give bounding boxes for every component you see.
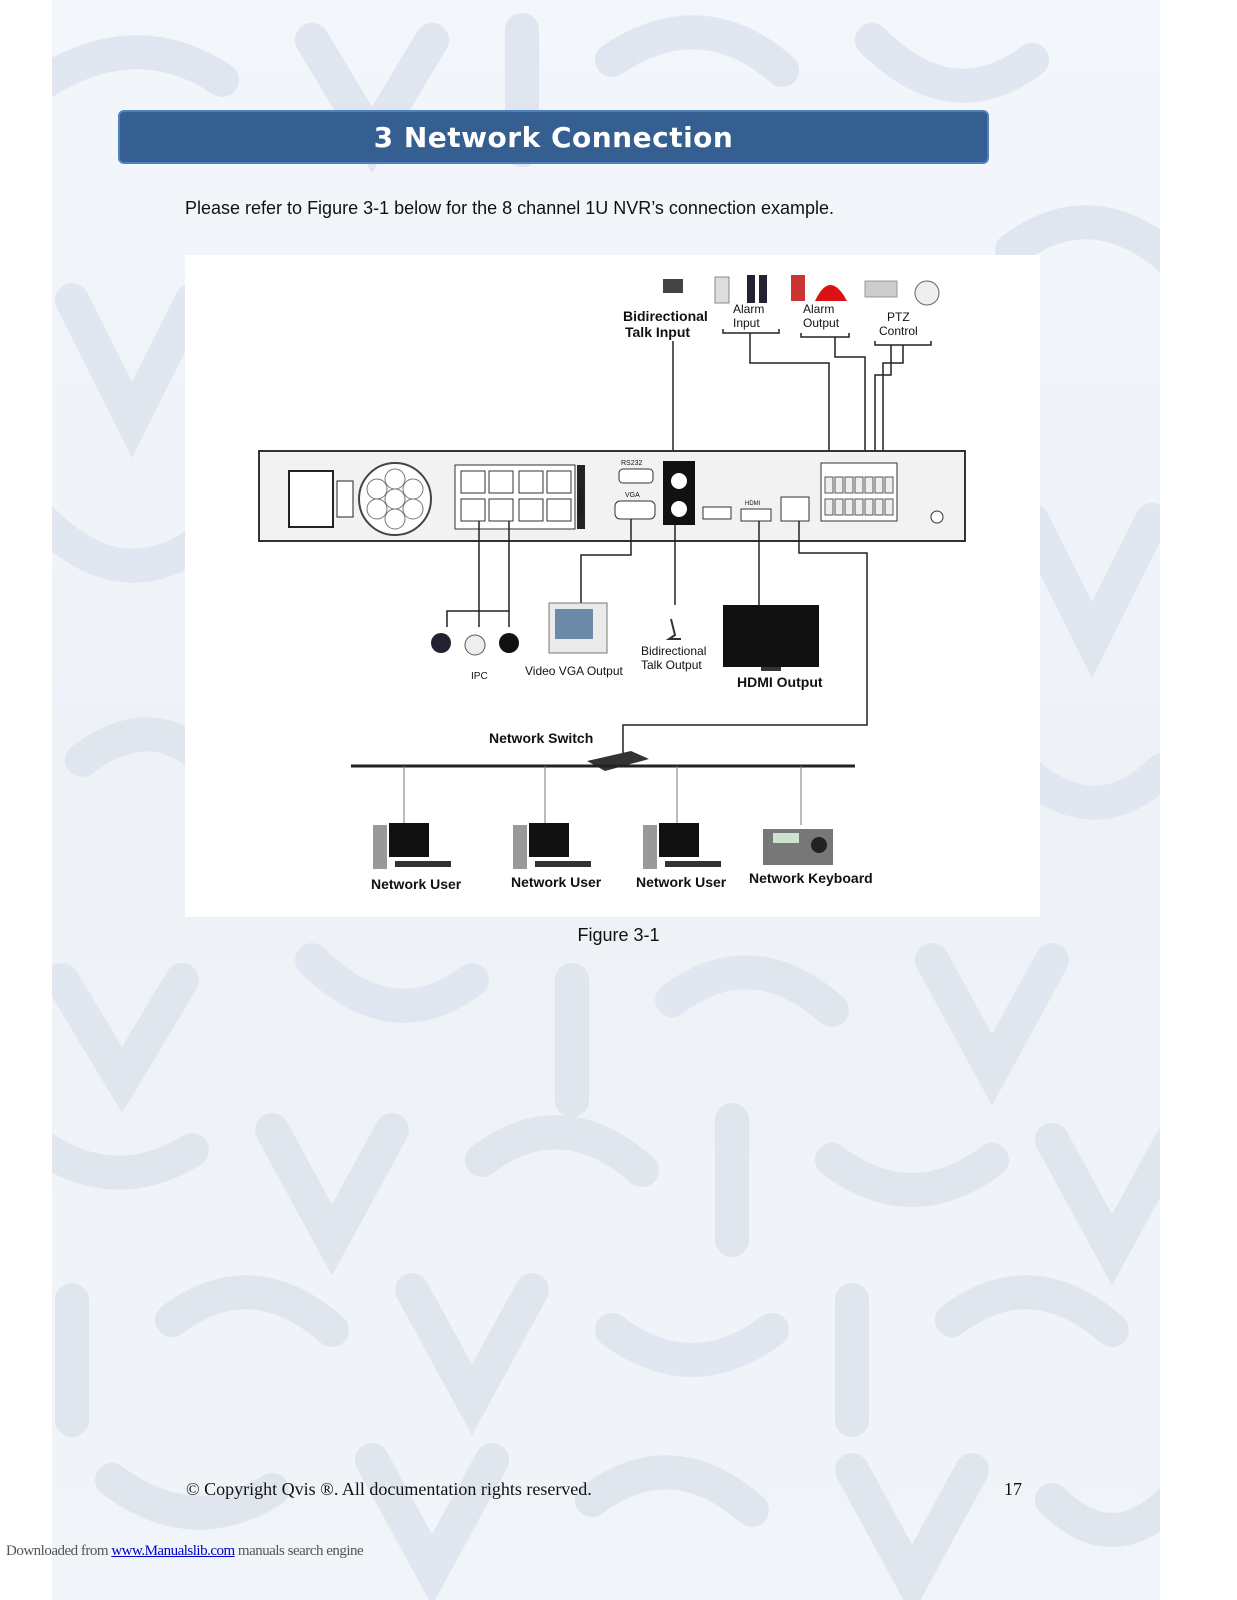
network-user-computer-icon [373,823,451,869]
label-network-keyboard: Network Keyboard [749,870,873,886]
label-alarm-output: Output [803,316,840,330]
audio-out-jack [671,501,687,517]
hdmi-tv-icon [723,605,819,667]
hdmi-port [740,508,772,522]
alarm-sensor-icon [759,275,767,303]
label-network-switch: Network Switch [489,730,593,746]
connection-diagram-svg: Bidirectional Talk Input Alarm Input Ala… [258,275,966,892]
download-note: Downloaded from www.Manualslib.com manua… [6,1543,364,1560]
fan-grille-pattern [366,468,424,530]
ipc-camera-icon [464,634,486,656]
poe-ports-label: PoE PORTS [579,488,585,517]
figure-caption: Figure 3-1 [577,925,660,945]
label-hdmi-output: HDMI Output [737,674,823,690]
poe-label-strip [577,465,585,529]
label-video-vga-output: Video VGA Output [525,664,624,678]
hdmi-tv-stand [761,667,781,671]
qvis-watermark-background [52,13,1160,1600]
alarm-siren-icon [791,275,805,301]
usb-port [702,506,732,520]
power-switch [336,480,354,518]
talk-output-mic-icon [665,618,681,640]
hdmi-label: HDMI [745,501,761,507]
vga-port [614,500,656,520]
fan-grille [358,462,432,536]
audio-in-jack [671,473,687,489]
copyright-footer: © Copyright Qvis ®. All documentation ri… [186,1479,592,1499]
intro-paragraph: Please refer to Figure 3-1 below for the… [185,198,835,218]
label-ptz-control: PTZ [887,310,910,324]
download-note-prefix: Downloaded from [6,1543,112,1559]
manualslib-link[interactable]: www.Manualslib.com [111,1543,235,1559]
label-bidirectional-talk-output: Talk Output [641,658,702,672]
network-user-computer-icon [643,823,721,869]
rs232-port [618,468,654,484]
label-bidirectional-talk-output: Bidirectional [641,644,706,658]
connection-diagram: Bidirectional Talk Input Alarm Input Ala… [185,255,1040,917]
alarm-terminals [824,476,894,516]
network-switch-icon [587,751,649,771]
alarm-sensor-icon [714,276,730,304]
label-bidirectional-talk-input: Talk Input [625,324,690,340]
rs232-label: RS232 [621,460,643,467]
vga-label: VGA [625,492,640,499]
power-socket [288,470,334,528]
page-number: 17 [1004,1479,1022,1499]
label-ipc: IPC [471,671,488,682]
alarm-sensor-icon [747,275,755,303]
network-user-computer-icon [513,823,591,869]
ptz-camera-icon [914,280,940,306]
section-title: 3 Network Connection [373,120,734,154]
label-network-user-2: Network User [511,874,602,890]
label-ptz-control: Control [879,324,918,338]
label-network-user-1: Network User [371,876,462,892]
label-alarm-input: Input [733,316,760,330]
section-header: 3 Network Connection [118,110,989,164]
microphone-icon [663,279,683,293]
alarm-light-icon [815,285,847,301]
download-note-suffix: manuals search engine [234,1543,364,1559]
label-bidirectional-talk-input: Bidirectional [623,308,708,324]
network-keyboard-icon [763,829,833,865]
vga-monitor-screen [555,609,593,639]
ground-screw [930,510,944,524]
ipc-camera-icon [499,633,519,653]
ipc-camera-icon [431,633,451,653]
ptz-decoder-icon [864,280,898,298]
network-port [780,496,810,522]
label-alarm-output: Alarm [803,302,834,316]
label-network-user-3: Network User [636,874,727,890]
poe-ports [460,470,572,522]
label-alarm-input: Alarm [733,302,764,316]
